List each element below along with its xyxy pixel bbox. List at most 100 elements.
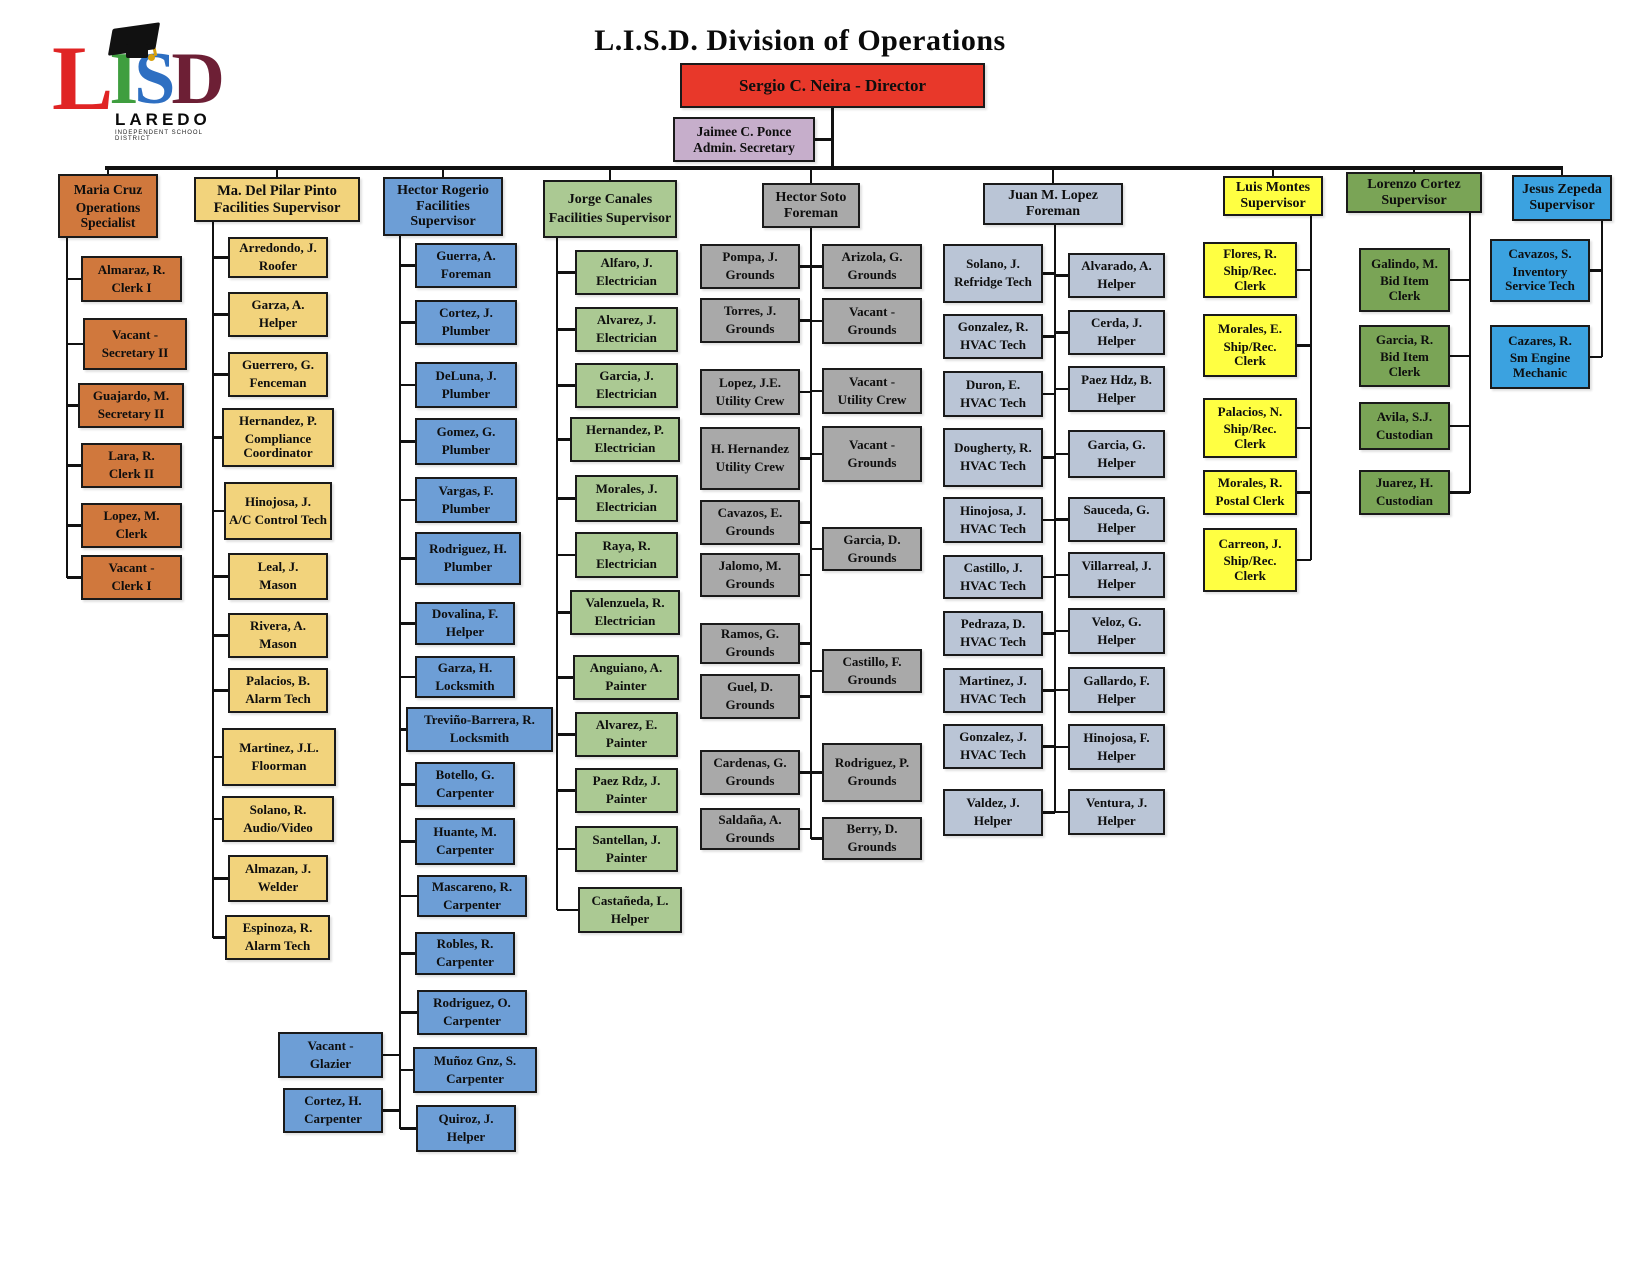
org-node-line: Lopez, J.E. <box>718 374 782 390</box>
org-node-line: Facilities Supervisor <box>410 198 476 230</box>
org-node-line: Supervisor <box>1240 196 1306 211</box>
connector-line <box>608 168 612 180</box>
org-node-line: Grounds <box>725 773 775 788</box>
org-node-line: Locksmith <box>435 677 495 693</box>
org-node-line: Castillo, J. <box>963 559 1023 575</box>
org-node-line: Garza, A. <box>251 297 305 313</box>
org-node-line: DeLuna, J. <box>435 367 497 383</box>
connector-line <box>1450 278 1470 282</box>
org-node-lopez-m-clerk: Lopez, M. Clerk <box>81 503 182 548</box>
org-node-line: Hinojosa, F. <box>1083 729 1150 745</box>
org-node-galindo-m-bid-item-clerk: Galindo, M.Bid Item Clerk <box>1359 248 1450 312</box>
org-node-line: Carreon, J. <box>1218 535 1282 551</box>
org-node-line: Cavazos, S. <box>1508 246 1572 262</box>
org-node-line: Dougherty, R. <box>954 440 1032 456</box>
org-node-line: Rodriguez, H. <box>429 541 507 557</box>
org-node-line: Grounds <box>725 644 775 659</box>
connector-line <box>1560 168 1564 175</box>
connector-line <box>383 1053 400 1057</box>
org-node-gonzalez-r-hvac-tech: Gonzalez, R.HVAC Tech <box>943 314 1043 359</box>
org-node-jalomo-m-grounds: Jalomo, M.Grounds <box>700 553 800 597</box>
connector-line <box>67 404 78 407</box>
org-node-paez-hdz-b-helper: Paez Hdz, B.Helper <box>1068 366 1165 412</box>
org-node-line: Helper <box>1097 747 1136 763</box>
org-node-espinoza-r-alarm-tech: Espinoza, R.Alarm Tech <box>225 915 330 960</box>
org-node-line: Lopez, M. <box>103 508 160 524</box>
org-node-line: Hernandez, P. <box>239 413 317 429</box>
connector-line <box>1043 518 1055 522</box>
org-node-rodriguez-h-plumber: Rodriguez, H. Plumber <box>415 532 521 585</box>
logo-letter-l: L <box>52 27 113 129</box>
org-node-line: Cazares, R. <box>1508 332 1572 348</box>
org-node-line: Botello, G. <box>435 767 495 783</box>
org-node-line: Inventory Service Tech <box>1505 263 1575 294</box>
connector-line <box>811 319 822 323</box>
org-node-guerrero-g-fenceman: Guerrero, G.Fenceman <box>228 352 328 397</box>
org-node-line: Luis Montes <box>1235 180 1311 196</box>
org-node-gonzalez-j-hvac-tech: Gonzalez, J.HVAC Tech <box>943 724 1043 769</box>
org-node-line: Grounds <box>847 671 897 687</box>
connector-line <box>800 573 811 577</box>
connector-line <box>213 755 222 759</box>
org-node-line: Helper <box>446 1129 486 1144</box>
org-node-line: HVAC Tech <box>960 747 1026 762</box>
org-node-raya-r-electrician: Raya, R.Electrician <box>575 532 678 578</box>
org-node-line: Alarm Tech <box>244 938 311 953</box>
org-node-line: Supervisor <box>1529 198 1595 213</box>
connector-line <box>67 576 81 579</box>
org-node-line: Foreman <box>440 266 492 281</box>
connector-line <box>400 383 415 387</box>
org-node-garcia-r-bid-item-clerk: Garcia, R.Bid Item Clerk <box>1359 325 1450 387</box>
org-node-solano-j-refridge-tech: Solano, J.Refridge Tech <box>943 244 1043 303</box>
org-node-line: Clerk <box>115 526 148 541</box>
org-node-line: Garcia, G. <box>1087 436 1146 452</box>
org-node-ventura-j-helper: Ventura, J.Helper <box>1068 789 1165 835</box>
org-node-line: Ship/Rec. Clerk <box>1223 263 1277 293</box>
connector-line <box>1055 452 1068 456</box>
org-node-line: Ship/Rec. Clerk <box>1223 553 1277 583</box>
connector-line <box>1450 491 1470 494</box>
org-node-line: Gomez, G. <box>436 424 496 440</box>
connector-line <box>213 634 228 637</box>
org-node-carreon-j-ship-rec-clerk: Carreon, J. Ship/Rec. Clerk <box>1203 528 1297 592</box>
org-node-line: Welder <box>257 879 299 894</box>
connector-line <box>1043 575 1055 579</box>
org-node-cortez-j-plumber: Cortez, J.Plumber <box>415 300 517 345</box>
org-node-garza-a-helper: Garza, A.Helper <box>228 292 328 337</box>
org-node-line: Vacant - <box>848 303 896 319</box>
org-node-line: Paez Rdz, J. <box>592 773 661 789</box>
org-node-line: Helper <box>1097 812 1136 828</box>
org-node-line: Cortez, H. <box>304 1093 362 1109</box>
org-node-line: Hinojosa, J. <box>244 493 312 509</box>
org-node-line: Hernandez, P. <box>586 422 664 438</box>
org-node-line: Plumber <box>441 323 491 338</box>
connector-line <box>106 168 110 174</box>
org-node-line: Dovalina, F. <box>431 606 499 622</box>
org-node-garcia-g-helper: Garcia, G.Helper <box>1068 430 1165 478</box>
connector-line <box>1055 387 1068 391</box>
org-node-valdez-j-helper: Valdez, J.Helper <box>943 789 1043 836</box>
connector-line <box>811 669 822 673</box>
org-node-line: Juarez, H. <box>1375 475 1434 491</box>
org-node-morales-r-postal-clerk: Morales, R.Postal Clerk <box>1203 470 1297 515</box>
org-node-line: Morales, J. <box>595 481 658 497</box>
org-node-line: Cerda, J. <box>1091 315 1142 331</box>
org-node-line: Vacant - <box>307 1037 354 1053</box>
org-node-palacios-b-alarm-tech: Palacios, B.Alarm Tech <box>228 668 328 713</box>
org-node-hinojosa-j-a-c-control-tech: Hinojosa, J.A/C Control Tech <box>224 482 332 540</box>
lisd-logo: LISD LAREDO INDEPENDENT SCHOOL DISTRICT <box>52 18 237 143</box>
org-node-line: Carpenter <box>446 1070 504 1086</box>
org-node-line: Painter <box>605 735 648 750</box>
org-node-line: Garcia, D. <box>843 531 901 547</box>
org-node-mu-oz-gnz-s-carpenter: Muñoz Gnz, S.Carpenter <box>413 1047 537 1093</box>
org-node-line: Plumber <box>443 559 493 574</box>
org-node-line: Floorman <box>251 757 307 773</box>
connector-line <box>400 952 415 955</box>
connector-line <box>1590 355 1602 359</box>
org-node-line: Guerrero, G. <box>241 357 315 373</box>
org-node-deluna-j-plumber: DeLuna, J.Plumber <box>415 362 517 408</box>
